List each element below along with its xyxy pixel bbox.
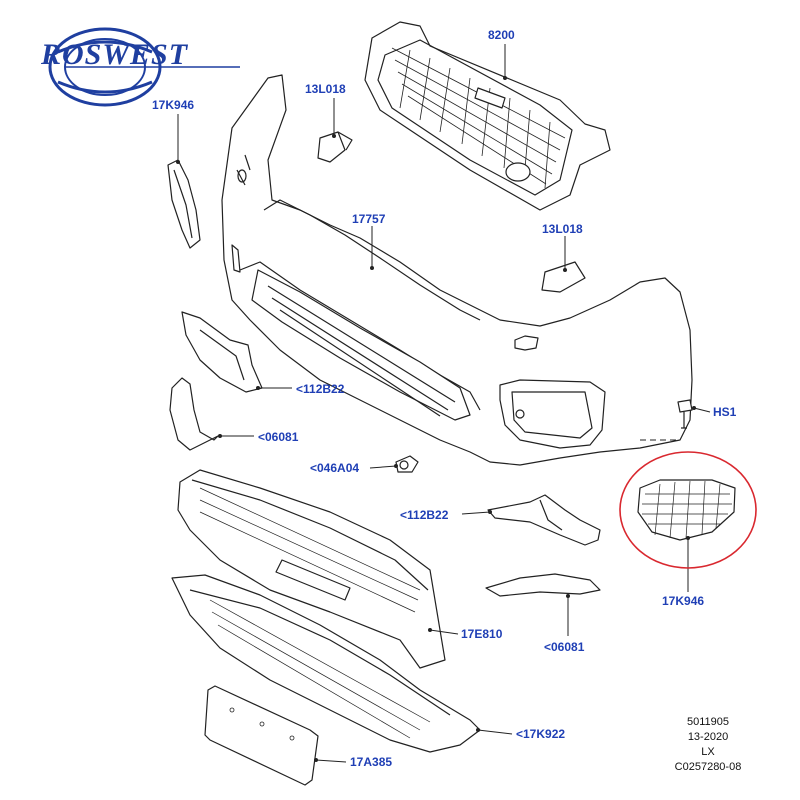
brand-logo-text: ROSWEST <box>41 38 189 71</box>
footer-drawing-code: C0257280-08 <box>674 761 742 773</box>
label-bumper-cover: 17757 <box>352 212 386 226</box>
deflector-left-part <box>169 377 219 451</box>
footer-date: 13-2020 <box>687 731 729 743</box>
label-lower-valance: <17K922 <box>516 727 566 741</box>
plate-bracket-part <box>204 685 319 786</box>
label-deflector-right: <06081 <box>544 640 585 654</box>
label-sensor: <046A04 <box>310 461 360 475</box>
lower-grille-part <box>177 469 446 669</box>
bumper-cover-part <box>221 74 693 466</box>
label-fog-grille: 17K946 <box>662 594 705 608</box>
fog-grille-part <box>637 479 736 541</box>
grille-part <box>364 21 611 211</box>
label-plug-right: 13L018 <box>542 222 583 236</box>
brand-logo <box>40 22 250 112</box>
trim-left-part <box>167 159 201 249</box>
leader-dots <box>176 76 696 762</box>
deflector-right-part <box>485 573 601 597</box>
label-plug-upper-left: 13L018 <box>305 82 346 96</box>
bracket-right-part <box>487 494 601 546</box>
plug-right-part <box>541 261 586 293</box>
label-bracket-left: <112B22 <box>296 382 345 396</box>
label-bolt: HS1 <box>713 405 737 419</box>
highlight-ellipse <box>619 451 757 569</box>
label-grille: 8200 <box>488 28 515 42</box>
bracket-left-part <box>181 311 263 393</box>
label-trim-left: 17K946 <box>152 98 195 112</box>
footer-ref-number: 5011905 <box>686 716 729 728</box>
globe-icon <box>48 27 240 107</box>
plug-upper-left-part <box>317 131 353 163</box>
label-lower-grille: 17E810 <box>461 627 503 641</box>
label-bracket-right: <112B22 <box>400 508 449 522</box>
bolt-part <box>677 399 693 429</box>
lower-center-grille-part <box>251 269 471 421</box>
footer-model: LX <box>701 746 715 758</box>
label-plate-bracket: 17A385 <box>350 755 393 769</box>
lower-valance-part <box>171 574 481 753</box>
leader-lines <box>177 44 711 763</box>
sensor-part <box>395 455 419 473</box>
label-deflector-left: <06081 <box>258 430 299 444</box>
